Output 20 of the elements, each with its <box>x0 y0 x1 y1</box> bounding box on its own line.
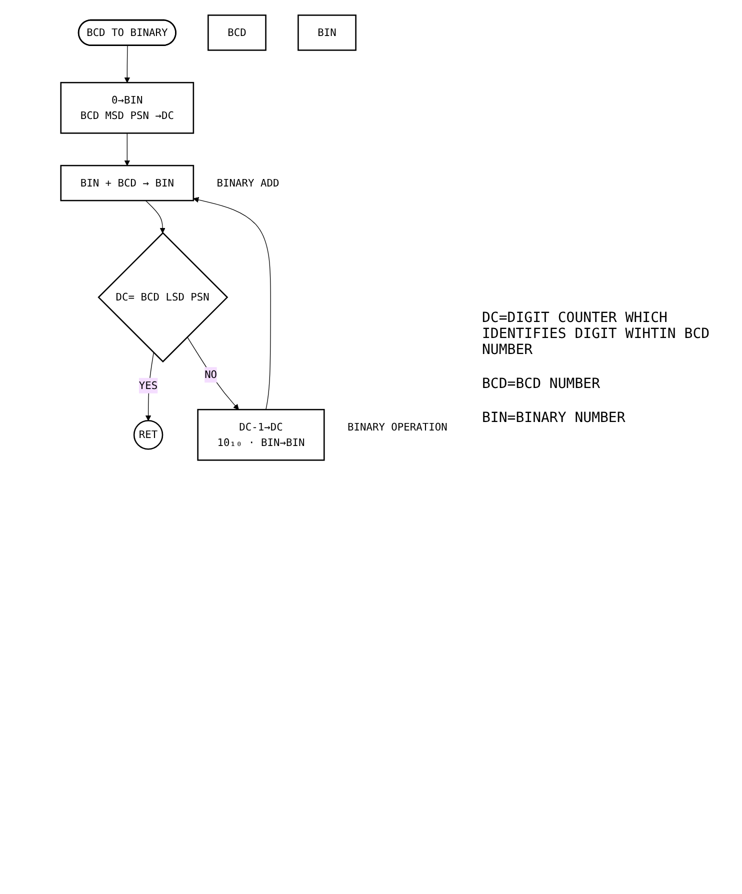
arrow <box>124 45 130 83</box>
note-text: BIN=BINARY NUMBER <box>482 410 626 426</box>
node-box: DC-1→DC 10₁₀ · BIN→BIN <box>197 408 325 461</box>
note-text: BCD=BCD NUMBER <box>482 376 602 392</box>
node-box: BCD <box>208 14 266 51</box>
arrow <box>124 132 130 166</box>
arrow <box>145 200 166 234</box>
note-text: DC=DIGIT COUNTER WHICH IDENTIFIES DIGIT WIHTIN BCD NUMBER <box>482 310 711 358</box>
node-circle: RET <box>133 420 164 450</box>
node-box: BIN <box>298 14 356 51</box>
node-label: BINARY OPERATION <box>347 420 448 433</box>
edge-label: NO <box>204 368 218 381</box>
arrow <box>186 336 239 410</box>
node-label: BINARY ADD <box>216 176 280 189</box>
node-box: BIN + BCD → BIN <box>60 164 194 202</box>
node-diamond: DC= BCD LSD PSN <box>98 232 228 363</box>
node-box: 0→BIN BCD MSD PSN →DC <box>60 82 194 134</box>
arrow <box>193 197 271 410</box>
arrow <box>145 352 154 421</box>
edge-label: YES <box>138 379 158 392</box>
